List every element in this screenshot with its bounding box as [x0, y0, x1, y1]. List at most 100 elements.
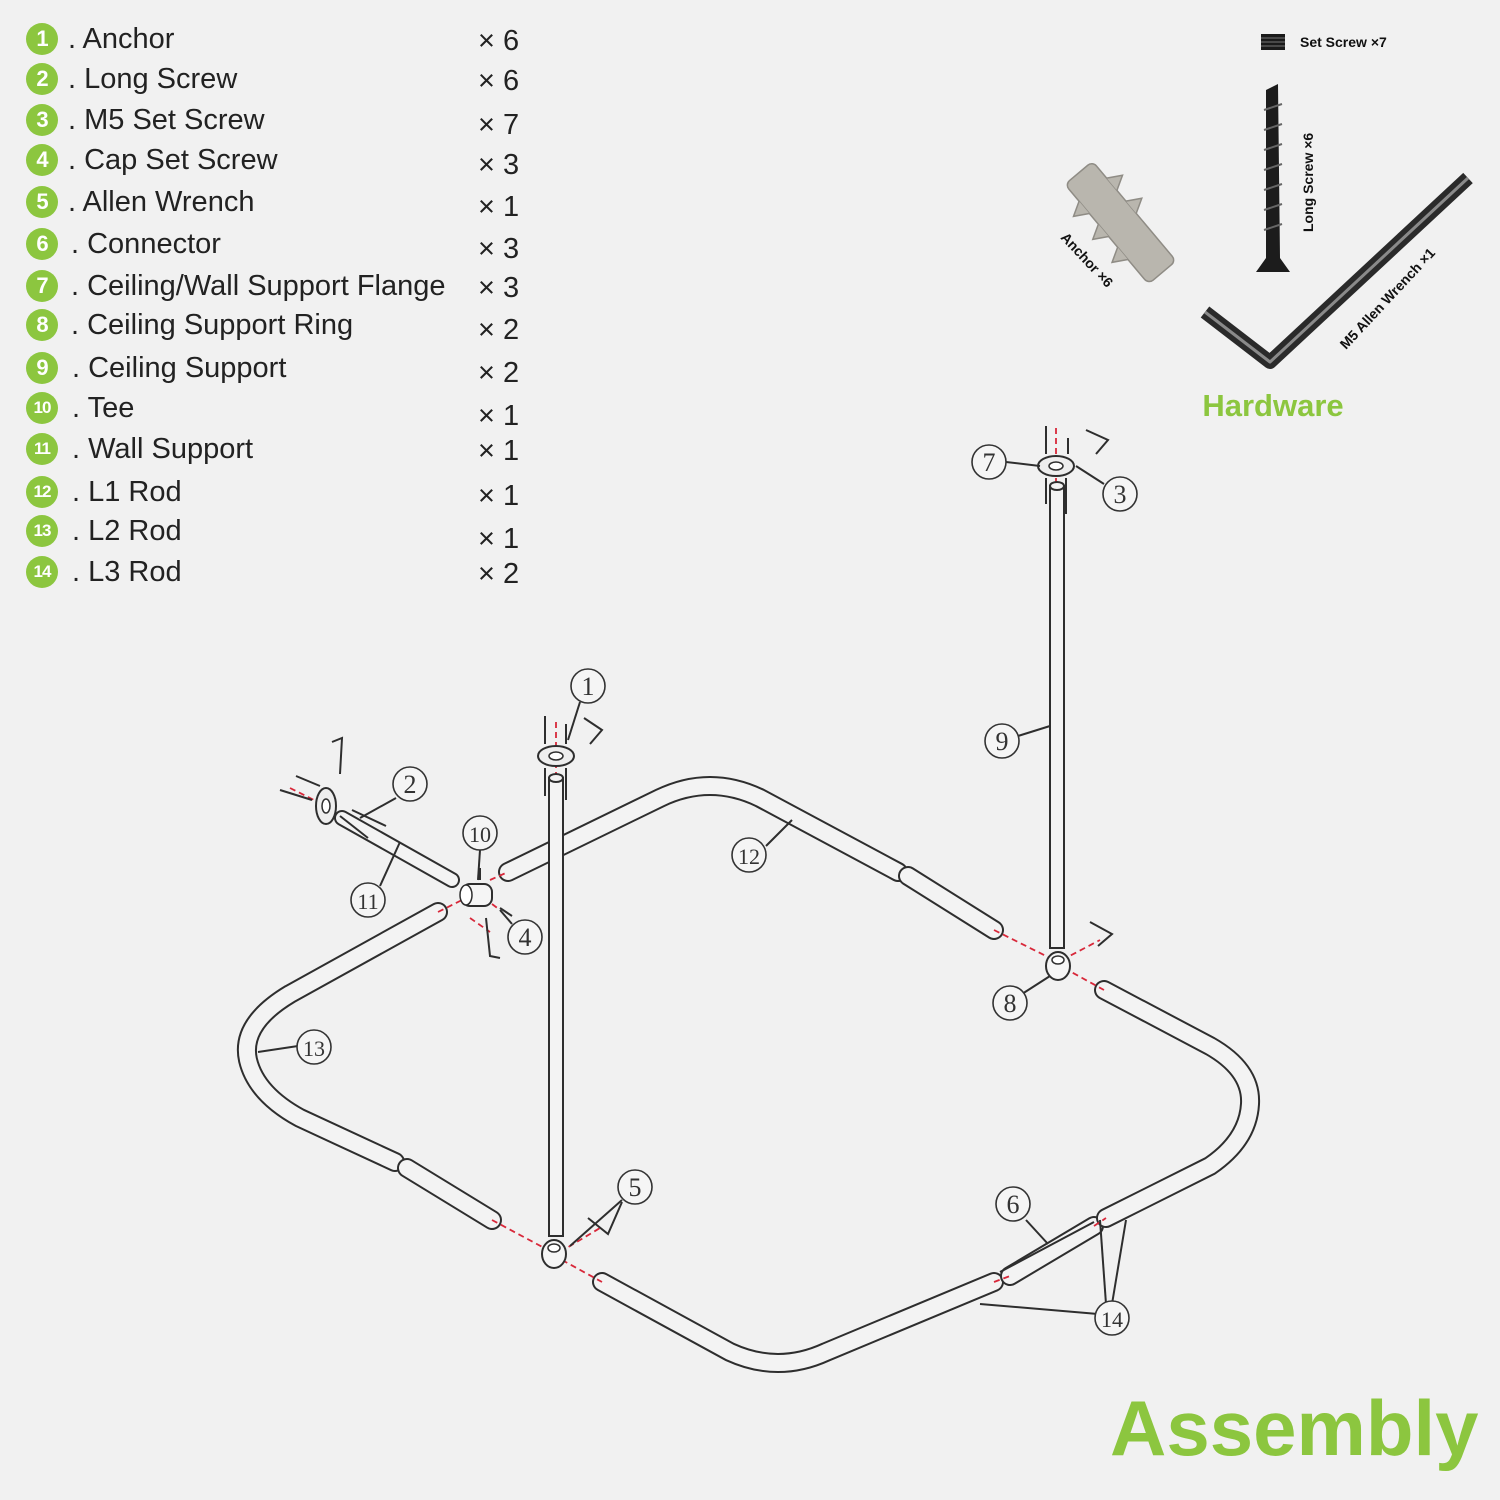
part-number-badge: 12: [26, 476, 58, 508]
tee-fitting: [459, 868, 513, 959]
part-quantity: × 3: [478, 233, 520, 265]
set-screw-icon: [1261, 34, 1285, 50]
callout-7: 7: [971, 444, 1007, 480]
part-row-l1-rod: 12 . L1 Rod × 1: [26, 475, 526, 512]
rod-l2: [236, 902, 502, 1230]
callout-leaders: [257, 461, 1127, 1315]
assembly-title: Assembly: [1110, 1384, 1479, 1472]
callout-number: 3: [1114, 480, 1127, 509]
part-quantity: × 3: [478, 272, 520, 304]
callout-number: 6: [1007, 1190, 1020, 1219]
support-ring-left: [541, 1239, 567, 1269]
allen-wrench-small-icon: [587, 1201, 623, 1236]
callout-number: 9: [996, 727, 1009, 756]
part-number-badge: 2: [26, 63, 58, 95]
callout-10: 10: [462, 815, 498, 851]
wall-flange: [279, 736, 387, 839]
part-row-long-screw: 2 . Long Screw × 6: [26, 62, 526, 98]
part-quantity: × 1: [478, 480, 520, 512]
callout-8: 8: [992, 985, 1028, 1021]
rod-l3-right: [1094, 980, 1261, 1228]
part-name: . Ceiling Support Ring: [71, 309, 354, 341]
part-name: . Ceiling/Wall Support Flange: [71, 270, 446, 302]
callout-3: 3: [1102, 476, 1138, 512]
part-name: . Tee: [72, 392, 135, 424]
callout-11: 11: [350, 882, 386, 918]
part-number-badge: 5: [26, 186, 58, 218]
callout-13: 13: [296, 1029, 332, 1065]
part-quantity: × 1: [478, 400, 520, 432]
part-number-badge: 10: [26, 392, 58, 424]
part-row-l2-rod: 13 . L2 Rod × 1: [26, 514, 526, 555]
hardware-title: Hardware: [1202, 388, 1344, 423]
long-screw-label: Long Screw ×6: [1300, 133, 1316, 232]
part-quantity: × 6: [478, 65, 520, 97]
flange-right: [1037, 426, 1110, 514]
part-quantity: × 2: [478, 314, 520, 346]
part-name: . M5 Set Screw: [68, 104, 265, 136]
part-quantity: × 6: [478, 25, 520, 57]
part-row-anchor: 1 . Anchor × 6: [26, 22, 526, 58]
anchor-icon: [1066, 162, 1175, 283]
part-row-connector: 6 . Connector × 3: [26, 227, 526, 265]
part-quantity: × 3: [478, 149, 520, 181]
callout-number: 4: [519, 923, 532, 952]
part-name: . Connector: [71, 228, 221, 260]
callout-number: 10: [469, 822, 491, 847]
connector: [999, 1221, 1095, 1273]
callout-2: 2: [392, 766, 428, 802]
part-number-badge: 14: [26, 556, 58, 588]
part-row-cap-set-screw: 4 . Cap Set Screw × 3: [26, 143, 526, 181]
callout-number: 1: [582, 672, 595, 701]
part-number-badge: 1: [26, 23, 58, 55]
part-name: . Cap Set Screw: [68, 144, 278, 176]
callout-number: 12: [738, 844, 760, 869]
part-name: . Anchor: [68, 23, 175, 55]
callout-number: 14: [1101, 1307, 1123, 1332]
flange-left: [537, 716, 604, 800]
part-row-flange: 7 . Ceiling/Wall Support Flange × 3: [26, 269, 526, 305]
part-name: . Long Screw: [68, 63, 238, 95]
part-name: . Allen Wrench: [68, 186, 255, 218]
callout-number: 8: [1004, 989, 1017, 1018]
part-row-allen-wrench: 5 . Allen Wrench × 1: [26, 185, 526, 223]
part-name: . L3 Rod: [72, 556, 182, 588]
part-number-badge: 6: [26, 228, 58, 260]
part-quantity: × 2: [478, 357, 520, 389]
long-screw-icon: [1256, 84, 1290, 272]
part-row-l3-rod: 14 . L3 Rod × 2: [26, 555, 526, 591]
support-ring-right: [1045, 921, 1114, 981]
callout-6: 6: [995, 1186, 1031, 1222]
part-row-support-ring: 8 . Ceiling Support Ring × 2: [26, 308, 526, 346]
callout-1: 1: [570, 668, 606, 704]
rod-l1: [498, 776, 1004, 940]
part-quantity: × 1: [478, 523, 520, 555]
part-number-badge: 7: [26, 270, 58, 302]
part-row-ceiling-support: 9 . Ceiling Support × 2: [26, 351, 526, 389]
part-number-badge: 9: [26, 352, 58, 384]
part-number-badge: 13: [26, 515, 58, 547]
part-name: . Wall Support: [72, 433, 254, 465]
part-name: . Ceiling Support: [72, 352, 287, 384]
parts-list: 1 . Anchor × 6 2 . Long Screw × 6 3 . M5…: [0, 0, 560, 600]
callout-12: 12: [731, 837, 767, 873]
part-quantity: × 1: [478, 191, 520, 223]
part-quantity: × 1: [478, 435, 520, 467]
callout-number: 5: [629, 1173, 642, 1202]
ceiling-support-right: [1049, 481, 1065, 949]
allen-wrench-icon: [1200, 172, 1473, 369]
rod-l3-front: [592, 1216, 1104, 1373]
part-name: . L1 Rod: [72, 476, 182, 508]
part-number-badge: 4: [26, 144, 58, 176]
part-quantity: × 2: [478, 558, 520, 590]
callout-14: 14: [1094, 1300, 1130, 1336]
callout-number: 11: [357, 889, 378, 914]
part-row-m5-set-screw: 3 . M5 Set Screw × 7: [26, 103, 526, 141]
ceiling-support-left: [548, 773, 564, 1237]
callout-9: 9: [984, 723, 1020, 759]
part-row-tee: 10 . Tee × 1: [26, 391, 526, 432]
part-quantity: × 7: [478, 109, 520, 141]
set-screw-label: Set Screw ×7: [1300, 34, 1387, 50]
callout-number: 2: [404, 770, 417, 799]
callout-number: 7: [983, 448, 996, 477]
